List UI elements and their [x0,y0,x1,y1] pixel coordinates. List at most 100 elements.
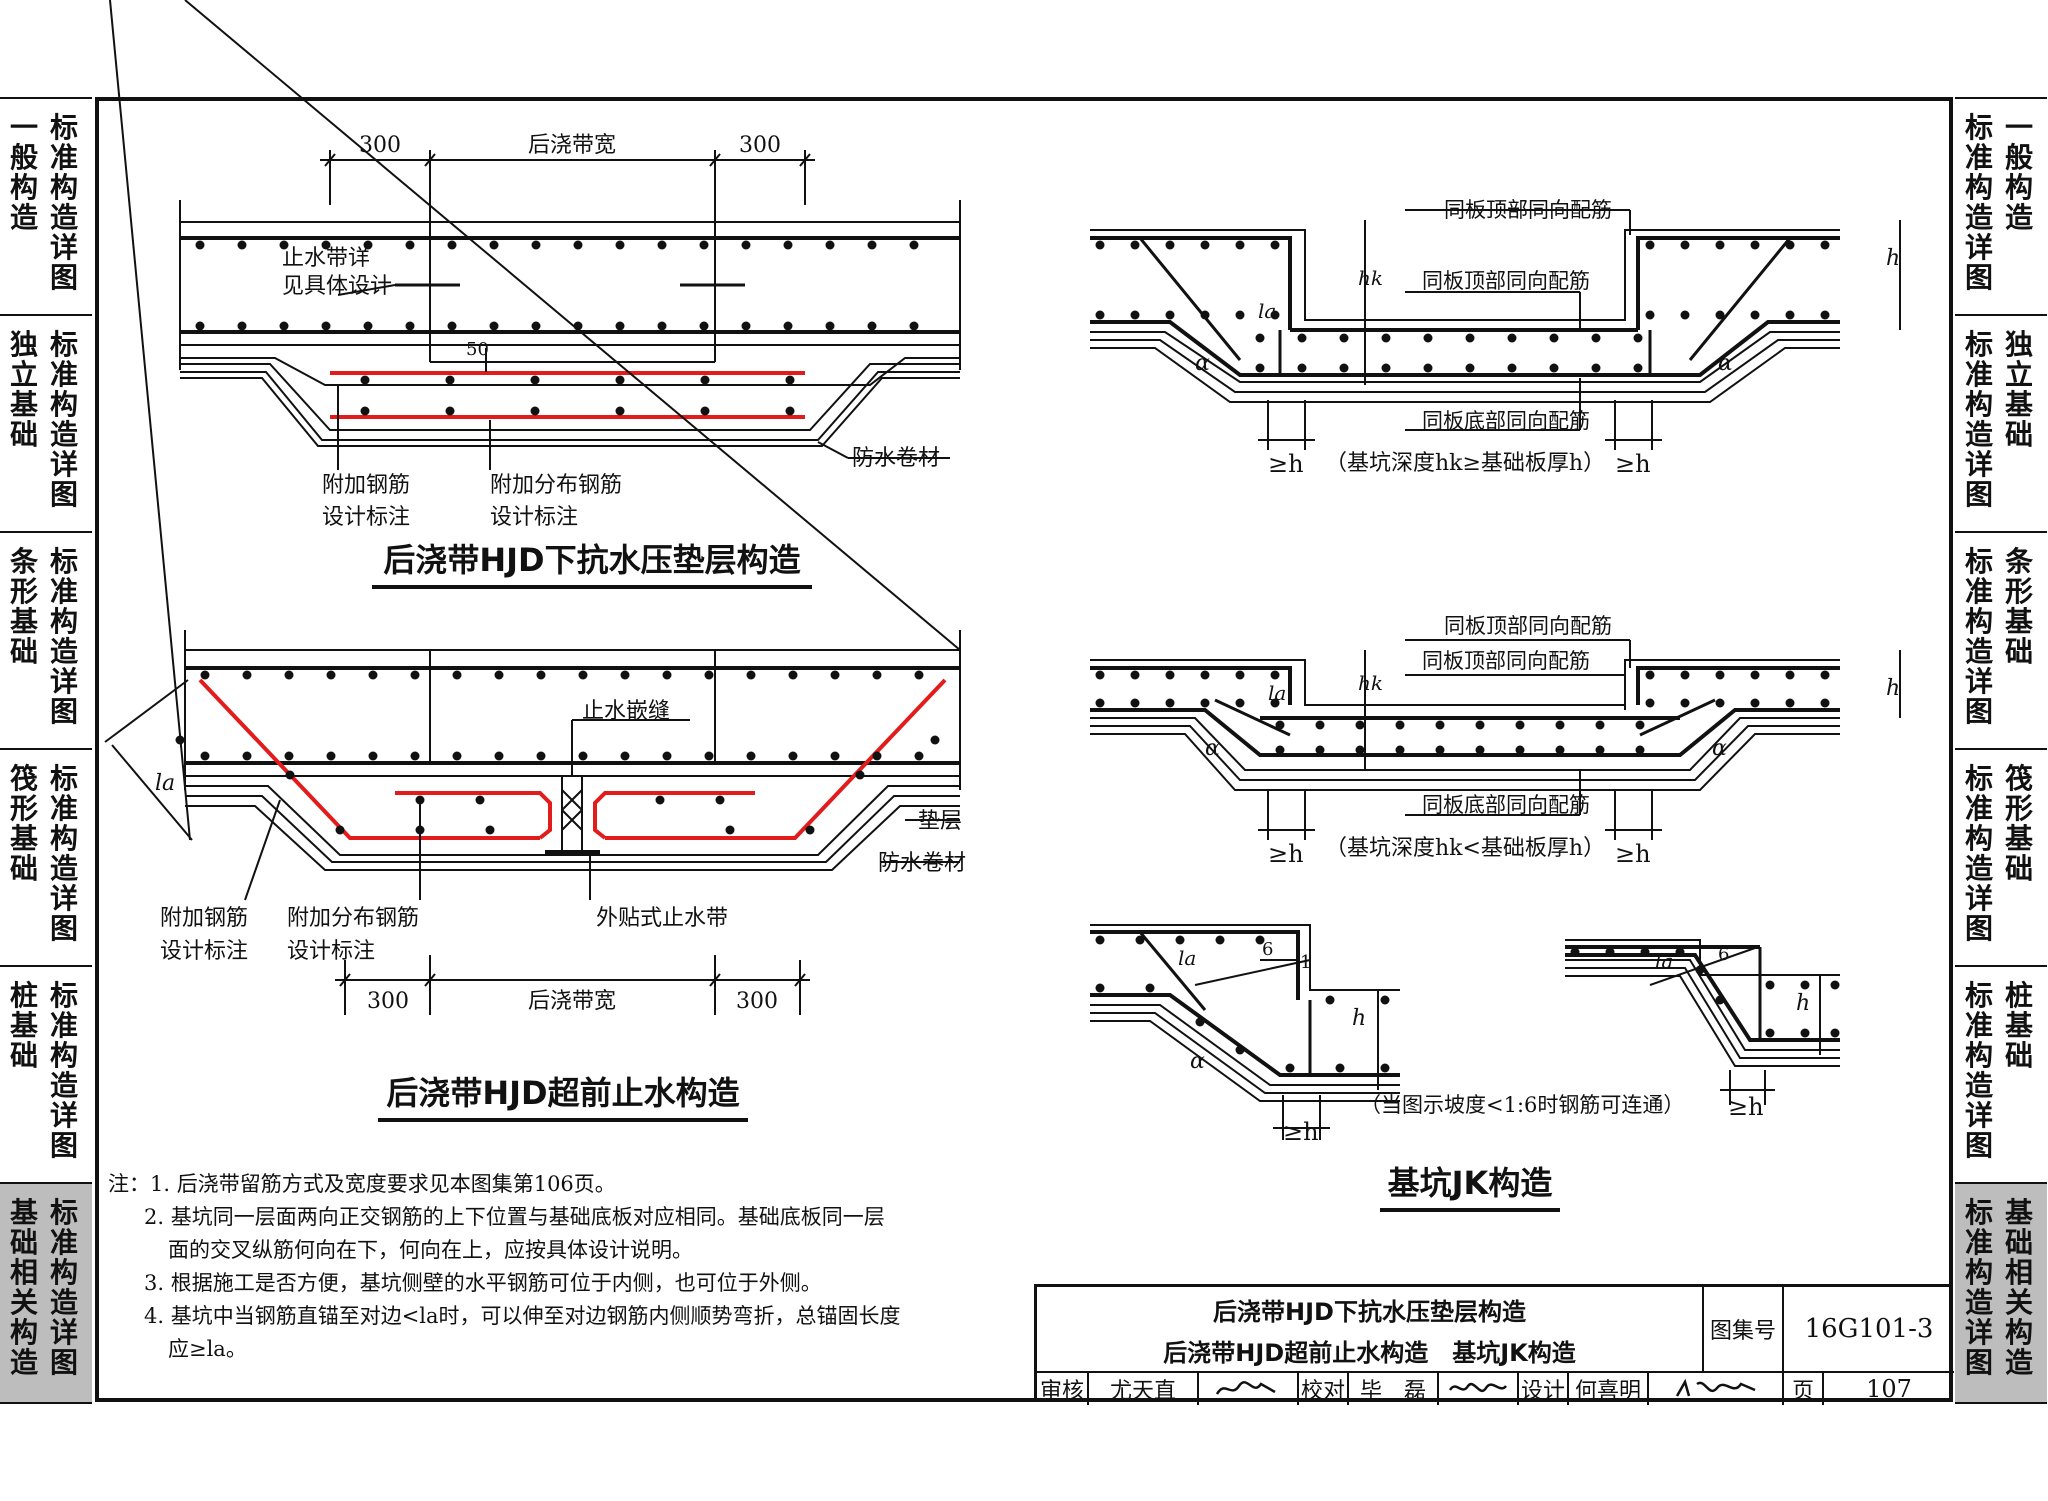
check-signature [1437,1371,1517,1405]
rebar-dot [615,375,625,385]
note-line: 面的交叉纵筋何向在下，何向在上，应按具体设计说明。 [168,1238,693,1262]
rebar-dot [1507,333,1517,343]
rebar-dot [1435,720,1445,730]
review-label: 审核 [1037,1371,1087,1405]
rebar-dot [360,406,370,416]
rebar-dot [1765,980,1775,990]
rebar-dot [363,321,373,331]
rebar-dot [489,321,499,331]
rebar-dot [1680,670,1690,680]
pitC-caption: （当图示坡度<1:6时钢筋可连通） [1360,1093,1684,1117]
rebar-dot [1235,670,1245,680]
rebar-dot [1381,363,1391,373]
rebar-dot [1235,1045,1245,1055]
rebar-dot [321,321,331,331]
rebar-dot [615,240,625,250]
sidebar-tab-related-details[interactable]: 基础相关构造 标准构造详图 [0,1184,92,1404]
rebar-dot [1645,240,1655,250]
rebar-dot [914,751,924,761]
rebar-dot [1130,310,1140,320]
pitB-sym-h: h [1886,676,1900,701]
rebar-dot [700,406,710,416]
sidebar-tab-raft-foundation[interactable]: 标准构造详图 筏形基础 [1955,750,2047,967]
rebar-dot [1591,363,1601,373]
rebar-dot [1635,745,1645,755]
rebar-dot [1130,670,1140,680]
rebar-dot [531,240,541,250]
rebar-dot [715,795,725,805]
sidebar-tab-label: 条形基础 [2004,545,2033,668]
sidebar-tab-label: 条形基础 [9,545,38,668]
rebar-dot [531,321,541,331]
sidebar-tab-pile-foundation[interactable]: 标准构造详图 桩基础 [1955,967,2047,1184]
rebar-dot [335,825,345,835]
check-label: 校对 [1297,1371,1347,1405]
rebar-dot [284,751,294,761]
rebar-dot [1475,745,1485,755]
sidebar-tab-sublabel: 标准构造详图 [1964,545,1993,728]
rebar-dot [1285,1063,1295,1073]
detail1-title: 后浇带HJD下抗水压垫层构造 [372,535,812,589]
rebar-dot [1595,745,1605,755]
check-signature-mark [1448,1382,1507,1393]
pitB-label-top2: 同板顶部同向配筋 [1422,649,1590,673]
sidebar-tab-strip-footing[interactable]: 标准构造详图 条形基础 [1955,533,2047,750]
rebar-dot [447,321,457,331]
rebar-dot [530,406,540,416]
sidebar-tab-isolated-footing[interactable]: 标准构造详图 独立基础 [1955,316,2047,533]
rebar-dot [200,670,210,680]
sidebar-tab-strip-footing[interactable]: 条形基础 标准构造详图 [0,533,92,750]
note-line: 注：1. 后浇带留筋方式及宽度要求见本图集第106页。 [108,1172,616,1196]
rebar-dot [405,240,415,250]
sidebar-tab-pile-foundation[interactable]: 桩基础 标准构造详图 [0,967,92,1184]
rebar-dot [363,240,373,250]
rebar-dot [485,825,495,835]
detail3-drawing: 同板顶部同向配筋 同板顶部同向配筋 同板底部同向配筋 （基坑深度hk≥基础板厚h… [1090,198,1901,1146]
rebar-dot [741,240,751,250]
rebar-dot [909,240,919,250]
rebar-dot [746,751,756,761]
rebar-dot [573,240,583,250]
detail2-label-la: la [155,771,175,796]
page-number: 107 [1822,1371,1954,1405]
design-signature-mark [1675,1378,1755,1397]
sidebar-tab-label: 一般构造 [9,111,38,234]
sidebar-tab-related-details[interactable]: 标准构造详图 基础相关构造 [1955,1184,2047,1404]
detail2-label-cushion: 垫层 [918,809,962,834]
sidebar-tab-general[interactable]: 标准构造详图 一般构造 [1955,99,2047,316]
detail1-dim-left: 300 [359,133,401,158]
title-block: 后浇带HJD下抗水压垫层构造 后浇带HJD超前止水构造 基坑JK构造 图集号 1… [1034,1284,1954,1405]
rebar-dot [1235,698,1245,708]
rebar-dot [1130,240,1140,250]
sidebar-tab-sublabel: 标准构造详图 [49,1196,78,1379]
rebar-dot [1135,935,1145,945]
right-sidebar: 标准构造详图 一般构造 标准构造详图 独立基础 标准构造详图 条形基础 标准构造… [1955,97,2047,1404]
rebar-dot [1640,947,1650,957]
rebar-dot [1800,1028,1810,1038]
rebar-dot [1633,363,1643,373]
sidebar-tab-label: 桩基础 [2004,979,2033,1072]
detail2-label-rebar1: 附加钢筋 [160,906,248,931]
rebar-dot [1095,935,1105,945]
rebar-dot [1195,1017,1205,1027]
sidebar-tab-isolated-footing[interactable]: 独立基础 标准构造详图 [0,316,92,533]
rebar-dot [1765,1028,1775,1038]
rebar-dot [475,795,485,805]
rebar-dot [489,240,499,250]
detail2-rebar-dots [175,670,940,835]
rebar-dot [746,670,756,680]
rebar-dot [1820,670,1830,680]
detail1-title-text: 后浇带HJD下抗水压垫层构造 [383,541,801,579]
rebar-dot [1680,310,1690,320]
rebar-dot [1270,240,1280,250]
pitB-label-bot: 同板底部同向配筋 [1422,793,1590,817]
rebar-dot [1549,363,1559,373]
atlas-label: 图集号 [1702,1287,1782,1371]
sidebar-tab-general[interactable]: 一般构造 标准构造详图 [0,99,92,316]
sidebar-tab-sublabel: 标准构造详图 [49,979,78,1162]
sidebar-tab-raft-foundation[interactable]: 筏形基础 标准构造详图 [0,750,92,967]
rebar-dot [1235,310,1245,320]
rebar-dot [1645,670,1655,680]
detail2-label-membrane: 防水卷材 [878,851,966,876]
